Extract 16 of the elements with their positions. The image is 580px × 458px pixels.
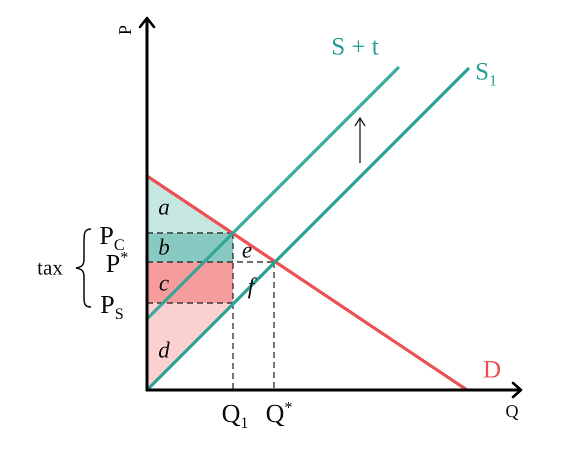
area-label: a [158, 196, 170, 218]
curve-label: D [482, 358, 502, 382]
area-label: b [158, 236, 170, 258]
price-label: P$_{S}$ [100, 292, 124, 318]
area-label: e [242, 238, 252, 262]
area-label: c [158, 272, 170, 294]
curve-label: S$_{1}$ [475, 60, 497, 84]
axis-label: Q [506, 402, 518, 420]
price-label: P$_{C}$ [99, 223, 125, 249]
quantity-label: Q$^{*}$ [266, 401, 292, 427]
curve-label: S + t [331, 34, 379, 60]
quantity-label: Q$_{1}$ [222, 401, 248, 427]
area-label: d [158, 338, 170, 362]
tax-label: tax [37, 258, 63, 278]
price-label: P$^{*}$ [106, 251, 128, 277]
axis-label: P [116, 25, 134, 35]
